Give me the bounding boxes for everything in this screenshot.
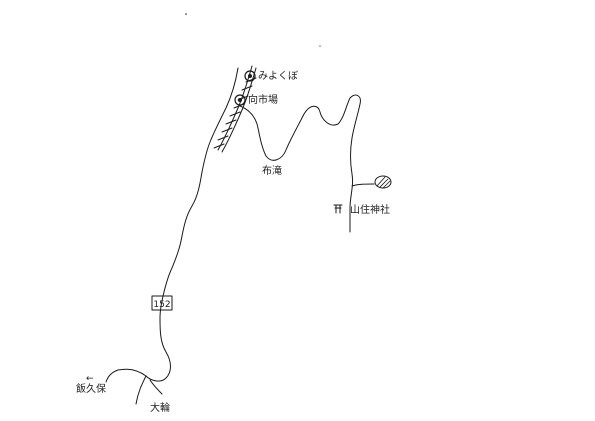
station-mitsukubo-icon: [244, 70, 256, 82]
label-shrine: 山住神社: [350, 203, 390, 216]
stray-dot: [319, 45, 321, 47]
hatched-peak-icon: [374, 175, 392, 189]
route-152-shield: 152: [151, 295, 173, 311]
label-nunotaki: 布滝: [262, 165, 282, 177]
peak-spur: [351, 183, 375, 187]
mountain-road: [239, 94, 361, 233]
station-mukaiichiba-icon: [234, 94, 246, 106]
stray-dot: [185, 13, 187, 15]
label-mukaiichiba: 向市場: [248, 93, 278, 106]
label-owa: 大輪: [150, 401, 170, 414]
label-iida: 飯久保: [76, 382, 106, 395]
torii-symbol-icon: [333, 204, 343, 214]
road-branch-right: [149, 379, 163, 395]
road-branch-down: [135, 375, 147, 405]
route-number: 152: [153, 300, 170, 310]
main-road: [145, 67, 239, 382]
railway-hatch: [213, 77, 257, 149]
label-mitsukubo: みよくぼ: [258, 70, 298, 82]
arrow-left-icon: ←: [86, 374, 94, 384]
road-branch-left: [105, 368, 147, 383]
